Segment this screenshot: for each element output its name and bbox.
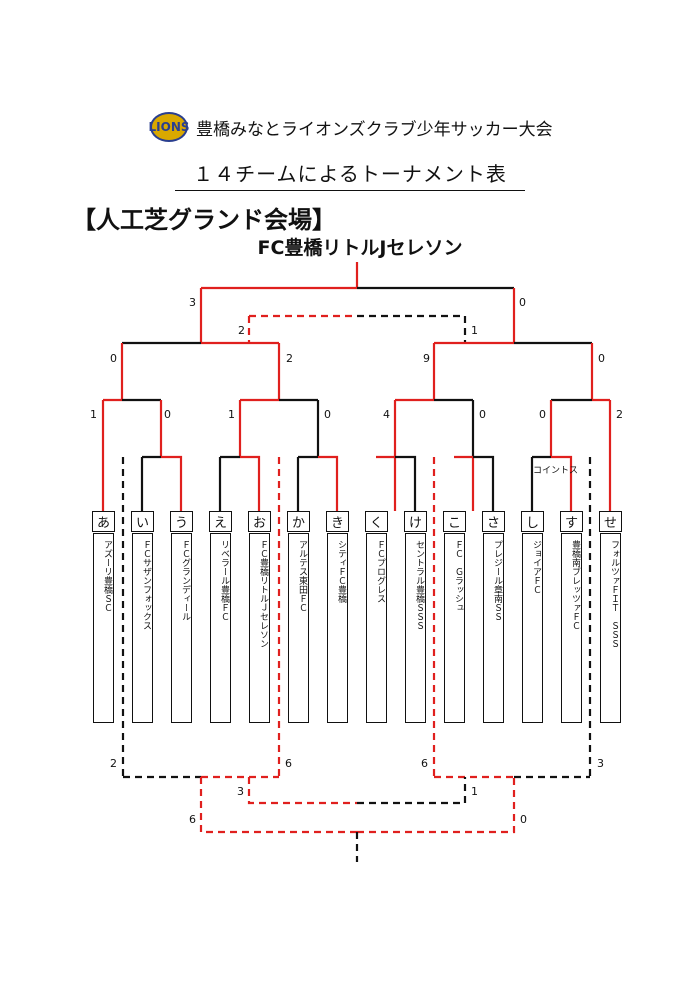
team-box: フォルツァＦＩＴ ＳＳＳ	[600, 533, 621, 723]
team-box: アズーリ豊橋ＳＣ	[93, 533, 114, 723]
bracket-line	[240, 455, 261, 511]
score-cons-b-right: 3	[597, 757, 604, 770]
score-r1-b-right: 0	[324, 408, 331, 421]
team-kana: き	[326, 511, 349, 532]
score-r1-d-left: 0	[539, 408, 546, 421]
bracket-line	[395, 455, 417, 511]
venue-label: 【人工芝グランド会場】	[72, 206, 336, 234]
tournament-header: LIONS 豊橋みなとライオンズクラブ少年サッカー大会	[149, 112, 553, 142]
team-kana: い	[131, 511, 154, 532]
lions-logo-icon: LIONS	[149, 112, 190, 142]
team-kana: こ	[443, 511, 466, 532]
bracket-line	[296, 455, 318, 511]
team-kana: う	[170, 511, 193, 532]
score-cons-a-right: 6	[285, 757, 292, 770]
tournament-name: 豊橋みなとライオンズクラブ少年サッカー大会	[196, 119, 553, 140]
team-box: ＦＣプログレス	[366, 533, 387, 723]
score-third-left: 2	[238, 324, 245, 337]
score-final-right: 0	[519, 296, 526, 309]
team-box: セントラル豊橋ＳＳＳ	[405, 533, 426, 723]
bracket-line	[161, 455, 183, 511]
bracket-line	[357, 314, 467, 343]
score-third-right: 1	[471, 324, 478, 337]
team-box: アルテス東田ＦＣ	[288, 533, 309, 723]
bracket-line	[318, 455, 339, 511]
champion-name: FC豊橋リトルJセレソン	[257, 237, 463, 259]
team-box: 豊橋南ブレッツァＦＣ	[561, 533, 582, 723]
team-name: ＦＣプログレス	[375, 540, 385, 603]
team-name: ＦＣ豊橋リトルＪセレソン	[258, 540, 268, 648]
team-kana: せ	[599, 511, 622, 532]
score-r1-c-left: 4	[383, 408, 390, 421]
score-cons-mid-left: 3	[237, 785, 244, 798]
team-box: プレジール章南ＳＳ	[483, 533, 504, 723]
bracket-line	[247, 314, 357, 343]
score-final-left: 3	[189, 296, 196, 309]
team-name: アズーリ豊橋ＳＣ	[102, 540, 112, 612]
coin-toss-label: コイントス	[533, 466, 579, 476]
bracket-line	[357, 777, 516, 834]
team-kana: お	[248, 511, 271, 532]
bracket-line	[218, 455, 240, 511]
score-semi-a-right: 2	[286, 352, 293, 365]
bracket-line	[357, 777, 467, 805]
page-title: １４チームによるトーナメント表	[175, 158, 525, 191]
team-name: フォルツァＦＩＴ ＳＳＳ	[609, 540, 619, 648]
team-name: ジョイアＦＣ	[531, 540, 541, 594]
team-name: リベラール豊橋ＦＣ	[219, 540, 229, 621]
team-box: シティＦＣ豊橋	[327, 533, 348, 723]
team-name: セントラル豊橋ＳＳＳ	[414, 540, 424, 630]
bracket-line	[454, 455, 475, 511]
team-name: アルテス東田ＦＣ	[297, 540, 307, 612]
team-name: プレジール章南ＳＳ	[492, 540, 502, 621]
score-cons-final-right: 0	[520, 813, 527, 826]
team-name: ＦＣ Ｇラッシュ	[453, 540, 463, 612]
team-kana: あ	[92, 511, 115, 532]
team-kana: か	[287, 511, 310, 532]
team-kana: す	[560, 511, 583, 532]
score-semi-a-left: 0	[110, 352, 117, 365]
score-r1-c-right: 0	[479, 408, 486, 421]
score-cons-mid-right: 1	[471, 785, 478, 798]
score-cons-final-left: 6	[189, 813, 196, 826]
team-box: リベラール豊橋ＦＣ	[210, 533, 231, 723]
score-r1-a-right: 0	[164, 408, 171, 421]
team-kana: し	[521, 511, 544, 532]
team-box: ＦＣグランディール	[171, 533, 192, 723]
score-r1-b-left: 1	[228, 408, 235, 421]
team-name: ＦＣグランディール	[180, 540, 190, 621]
bracket-line	[530, 455, 551, 511]
score-semi-b-left: 9	[423, 352, 430, 365]
bracket-line	[199, 777, 357, 834]
score-r1-a-left: 1	[90, 408, 97, 421]
score-cons-b-left: 6	[421, 757, 428, 770]
bracket-line	[473, 455, 495, 511]
team-box: ＦＣ豊橋リトルＪセレソン	[249, 533, 270, 723]
bracket-line	[247, 777, 357, 805]
score-semi-b-right: 0	[598, 352, 605, 365]
team-kana: け	[404, 511, 427, 532]
team-box: ＦＣ Ｇラッシュ	[444, 533, 465, 723]
team-name: シティＦＣ豊橋	[336, 540, 346, 603]
team-kana: え	[209, 511, 232, 532]
team-kana: さ	[482, 511, 505, 532]
team-name: ＦＣサザンフォックス	[141, 540, 151, 630]
team-kana: く	[365, 511, 388, 532]
score-cons-a-left: 2	[110, 757, 117, 770]
team-box: ジョイアＦＣ	[522, 533, 543, 723]
team-name: 豊橋南ブレッツァＦＣ	[570, 540, 580, 630]
bracket-line	[376, 455, 397, 511]
score-r1-d-right: 2	[616, 408, 623, 421]
team-box: ＦＣサザンフォックス	[132, 533, 153, 723]
bracket-line	[551, 455, 573, 511]
bracket-line	[140, 455, 161, 511]
